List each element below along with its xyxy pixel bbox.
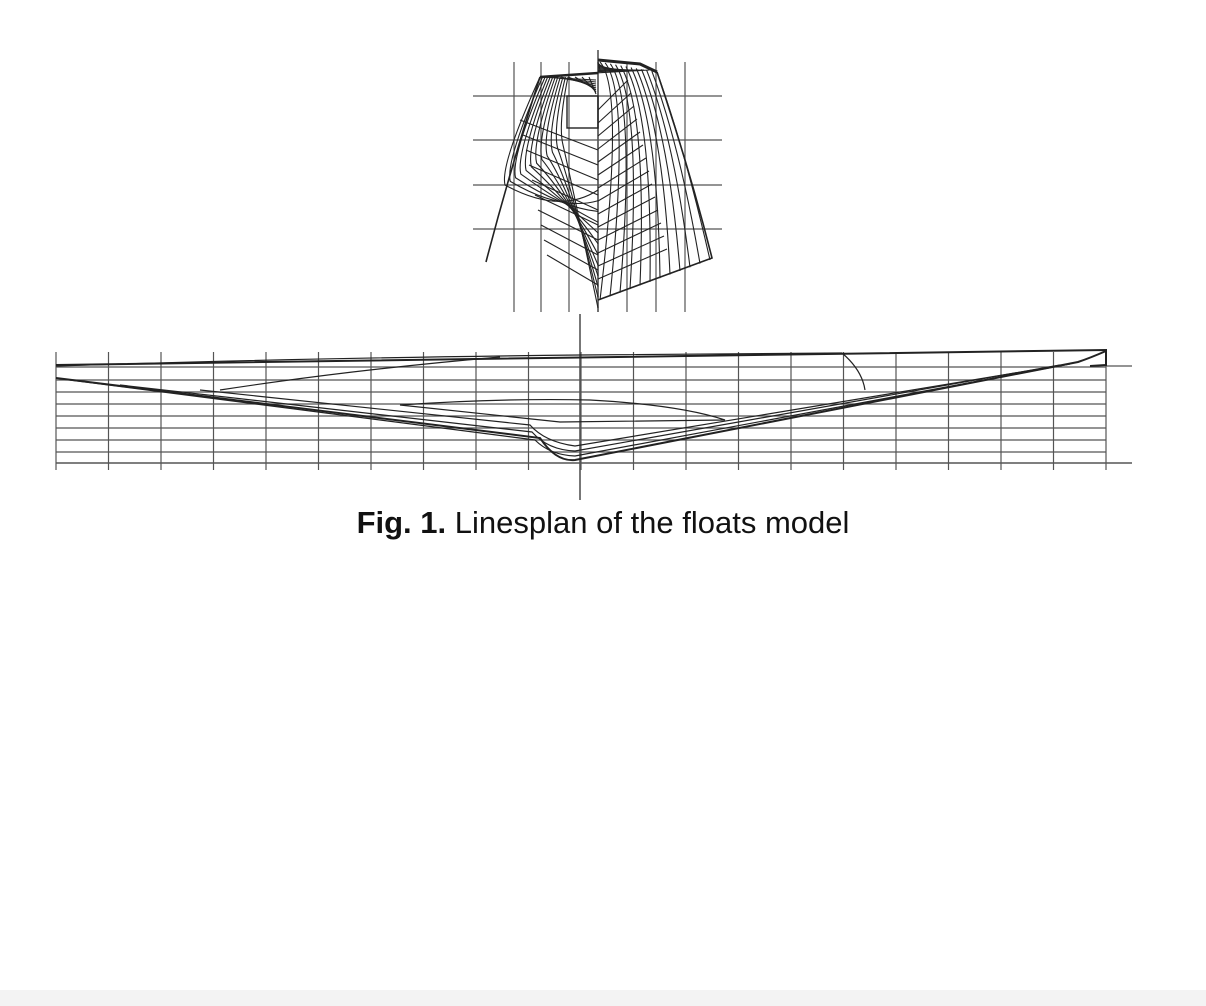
profile-deck-line [55,348,1107,367]
body-plan-diagonal-line [597,105,635,137]
body-plan-diagonal-line [528,164,599,196]
figure-caption-text: Linesplan of the floats model [454,505,850,540]
grid-lines [55,50,1132,500]
body-plan-station-curve [646,69,691,268]
body-plan-diagonal-line [546,254,599,286]
body-plan-station-curve [625,66,651,282]
body-plan-diagonal-line [597,131,641,163]
body-plan-station-curve [620,65,642,286]
body-plan-diagonal-line [597,118,638,150]
body-plan-diagonal-line [597,144,644,176]
body-plan-station-curve [640,69,681,271]
body-plan-station-curve [635,68,671,275]
body-plan-diagonal-line [597,157,647,189]
body-plan-station-curve [560,76,599,309]
linesplan-figure [55,50,1132,500]
profile-buttock-line [119,364,1061,452]
profile-sheer-curve [219,356,501,391]
body-plan-station-curve [609,63,627,293]
body-plan-diagonal-line [597,183,653,215]
profile-view [55,348,1107,462]
body-plan-section-outline [485,76,541,263]
body-plan-diagonal-line [597,92,632,124]
figure-label: Fig. 1. [356,505,447,540]
body-plan-diagonal-line [525,149,599,181]
body-plan-diagonal-line [531,179,599,211]
body-plan-diagonal-line [522,134,599,166]
body-plan-diagonal-line [597,79,629,111]
body-plan-diagonal-line [597,196,656,228]
body-plan-diagonal-line [540,224,599,256]
profile-buttock-line [199,367,1046,447]
profile-waterline-curve [399,398,726,423]
body-plan-station-curve [615,64,635,290]
body-plan [485,58,713,309]
body-plan-diagonal-line [543,239,599,271]
body-plan-box [566,95,599,129]
profile-bow-curve [841,352,866,391]
deck-hatch-line [588,76,597,95]
body-plan-diagonal-line [534,194,599,226]
deck-edge-line [597,58,658,74]
body-plan-diagonal-line [597,209,659,241]
profile-buttock-line [69,363,1071,457]
profile-keel-line [55,350,1107,462]
body-plan-diagonal-line [597,170,650,202]
linesplan-drawing [55,50,1132,500]
body-plan-diagonal-line [519,119,599,151]
body-plan-diagonal-line [597,235,665,267]
page-bottom-edge [0,990,1206,1006]
body-plan-section-outline [597,71,713,301]
body-plan-station-curve [651,70,701,264]
body-plan-diagonal-line [597,222,662,254]
body-plan-diagonal-line [537,209,599,241]
body-plan-station-curve [604,62,620,297]
body-plan-diagonal-line [597,248,668,280]
body-plan-station-curve [509,76,599,205]
body-plan-station-curve [656,71,711,261]
figure-caption: Fig. 1. Linesplan of the floats model [0,505,1206,541]
body-plan-station-curve [630,67,661,279]
deck-hatch-line [567,76,597,89]
profile-deck-edge [55,352,843,367]
body-plan-station-curve [599,61,614,301]
deck-edge-line [539,71,599,79]
